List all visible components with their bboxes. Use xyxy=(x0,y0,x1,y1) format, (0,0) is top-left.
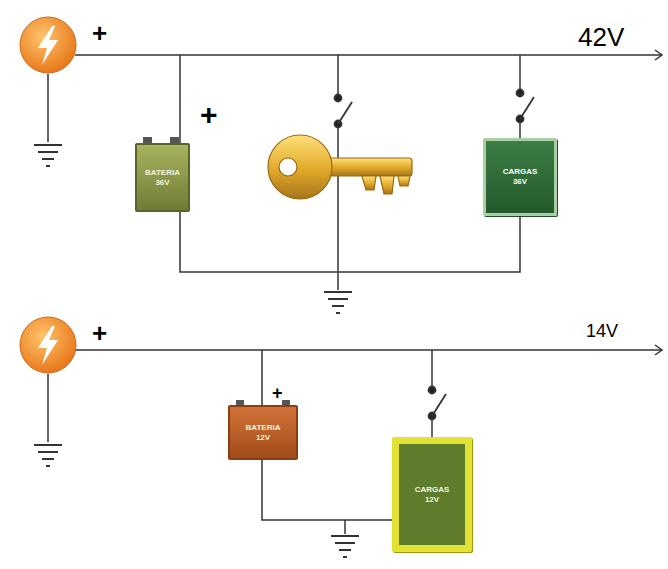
box-title: BATERIA xyxy=(246,423,281,433)
voltage-text: 12V xyxy=(256,433,270,443)
box-title: CARGAS xyxy=(415,485,450,495)
polarity-sign: + xyxy=(92,20,107,46)
polarity-sign: + xyxy=(272,384,283,402)
load-box: CARGAS12V xyxy=(392,437,472,552)
ground-wire xyxy=(180,212,520,272)
voltage-text: 12V xyxy=(425,495,439,505)
polarity-sign: + xyxy=(92,320,107,346)
ground-wire xyxy=(262,460,392,520)
voltage-label: 42V xyxy=(578,24,624,50)
box-title: BATERIA xyxy=(145,168,180,178)
box-title: CARGAS xyxy=(503,167,538,177)
battery-box: BATERIA36V xyxy=(135,143,190,212)
voltage-text: 36V xyxy=(513,177,527,187)
polarity-sign: + xyxy=(200,100,218,130)
load-box: CARGAS36V xyxy=(483,138,557,216)
voltage-text: 36V xyxy=(155,178,169,188)
voltage-label: 14V xyxy=(586,322,618,340)
battery-box: BATERIA12V xyxy=(228,405,298,460)
